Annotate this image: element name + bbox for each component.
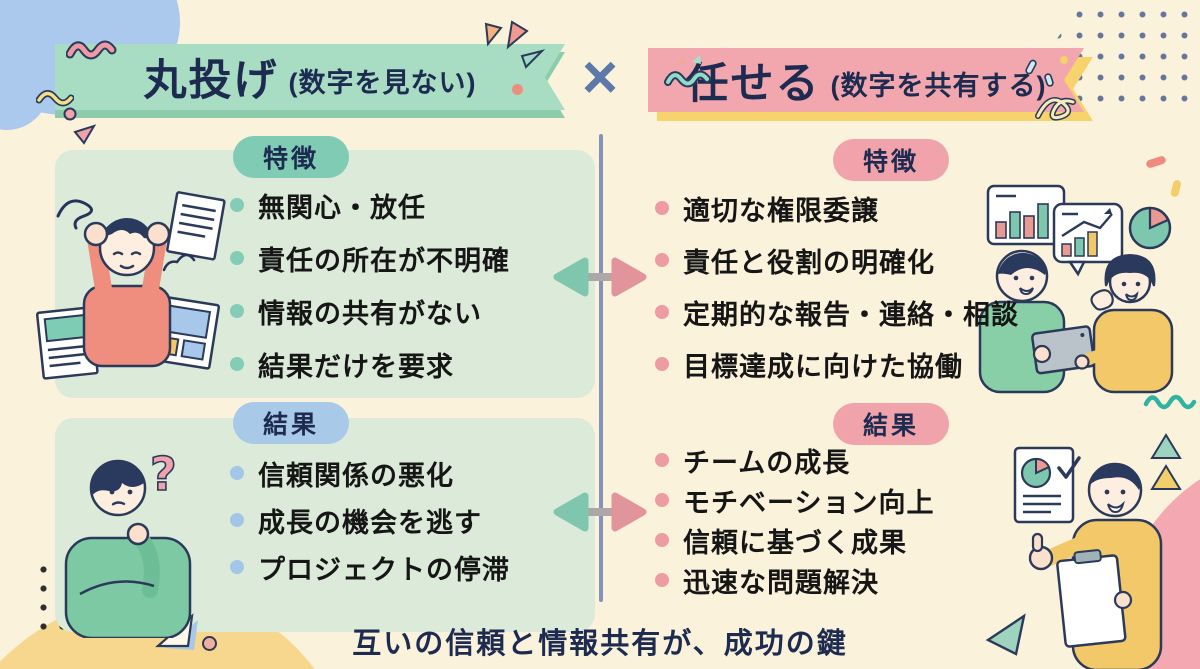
list-item-label: 責任と役割の明確化 [683,247,935,278]
bullet-icon [655,493,669,507]
bullet-icon [230,198,244,212]
right-results-list: チームの成長 モチベーション向上 信頼に基づく成果 迅速な問題解決 [655,443,935,598]
list-item: モチベーション向上 [655,483,935,518]
list-item-label: 無関心・放任 [258,192,426,223]
left-subtitle: (数字を見ない) [288,67,477,98]
list-item: 適切な権限委譲 [655,191,1019,226]
stacked-triangles-icon [1150,433,1182,490]
bullet-icon [230,466,244,480]
bullet-icon [655,357,669,371]
confetti-curl-icon [1025,56,1076,121]
confetti-bits-icon [676,55,701,65]
right-banner: 任せる (数字を共有する) [648,48,1084,112]
left-title: 丸投げ [143,57,279,105]
list-item-label: 定期的な報告・連絡・相談 [683,299,1019,330]
pink-triangle-icon [73,124,97,145]
yellow-squiggle-icon [36,90,74,107]
right-features-list: 適切な権限委譲 責任と役割の明確化 定期的な報告・連絡・相談 目標達成に向けた協… [655,191,1019,382]
list-item: 結果だけを要求 [230,347,510,382]
x-mark: × [581,43,619,112]
teal-wave-icon [1143,394,1197,410]
list-item-label: 適切な権限委譲 [683,195,879,226]
list-item-label: モチベーション向上 [683,487,935,518]
right-title: 任せる [685,60,821,108]
list-item: 定期的な報告・連絡・相談 [655,295,1019,330]
svg-text:?: ? [150,447,177,501]
right-features-badge: 特徴 [833,139,950,181]
thinking-person-illustration: ? [64,446,192,638]
pink-dot-icon [63,107,77,121]
bullet-icon [230,513,244,527]
teal-squiggle-icon [664,70,711,88]
double-arrow-icon [553,257,647,297]
clipboard-man-illustration [1013,446,1163,669]
list-item-label: 迅速な問題解決 [683,567,879,598]
list-item: 責任と役割の明確化 [655,243,1019,278]
list-item: 迅速な問題解決 [655,563,934,598]
bullet-icon [655,453,669,467]
list-item: 情報の共有がない [230,294,510,329]
bullet-icon [230,560,244,574]
list-item: 責任の所在が不明確 [230,241,510,276]
burst-triangles-icon [484,20,546,69]
bullet-icon [655,305,669,319]
bullet-icon [230,251,244,265]
conclusion-text: 互いの信頼と情報共有が、成功の鍵 [352,628,848,660]
list-item: プロジェクトの停滞 [230,550,510,585]
bullet-icon [655,533,669,547]
list-item-label: 成長の機会を逃す [258,507,482,538]
left-results-list: 信頼関係の悪化 成長の機会を逃す プロジェクトの停滞 [230,456,510,585]
left-results-badge: 結果 [233,402,350,444]
list-item-label: 信頼関係の悪化 [258,460,454,491]
list-item: 成長の機会を逃す [230,503,510,538]
list-item-label: 信頼に基づく成果 [683,527,907,558]
left-features-list: 無関心・放任 責任の所在が不明確 情報の共有がない 結果だけを要求 [230,188,510,382]
double-arrow-icon [553,492,647,532]
list-item: 無関心・放任 [230,188,510,223]
left-features-badge: 特徴 [233,136,350,178]
right-subtitle: (数字を共有する) [830,70,1047,101]
team-sharing-charts-illustration [978,184,1174,394]
pink-dot-icon [512,84,523,95]
confetti-bits-icon [1146,156,1181,197]
list-item-label: 結果だけを要求 [258,351,454,382]
green-triangle-icon [985,613,1026,656]
list-item-label: 目標達成に向けた協働 [683,351,963,382]
right-results-badge: 結果 [833,403,950,445]
pink-circle-icon [202,636,217,651]
bullet-icon [230,357,244,371]
list-item-label: チームの成長 [683,447,851,478]
bullet-icon [655,253,669,267]
list-item: チームの成長 [655,443,934,478]
list-item: 信頼関係の悪化 [230,456,510,491]
center-divider [599,134,603,602]
list-item: 信頼に基づく成果 [655,523,934,558]
bullet-icon [655,201,669,215]
bullet-icon [655,573,669,587]
list-item-label: 責任の所在が不明確 [258,245,510,276]
left-banner: 丸投げ (数字を見ない) [55,44,565,110]
list-item-label: プロジェクトの停滞 [258,554,510,585]
list-item-label: 情報の共有がない [258,298,482,329]
list-item: 目標達成に向けた協働 [655,347,1019,382]
pink-squiggle-icon [66,40,117,60]
bullet-icon [230,304,244,318]
stressed-person-illustration [35,191,226,380]
